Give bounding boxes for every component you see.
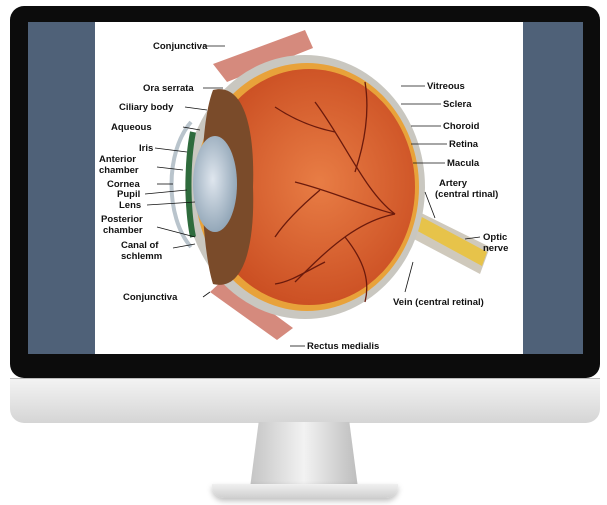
label-artery-2: (central rtinal) xyxy=(435,189,498,200)
label-conjunctiva-bottom: Conjunctiva xyxy=(123,292,178,303)
label-choroid: Choroid xyxy=(443,121,480,132)
label-anterior-2: chamber xyxy=(99,165,139,176)
label-iris: Iris xyxy=(139,143,153,154)
monitor-stand-base xyxy=(212,484,398,498)
label-ora-serrata: Ora serrata xyxy=(143,83,194,94)
label-aqueous: Aqueous xyxy=(111,122,152,133)
monitor-stand-neck xyxy=(250,422,358,488)
label-macula: Macula xyxy=(447,158,480,169)
label-optic-2: nerve xyxy=(483,243,508,254)
label-anterior-1: Anterior xyxy=(99,154,136,165)
label-artery-1: Artery xyxy=(439,178,468,189)
label-pupil: Pupil xyxy=(117,189,140,200)
label-ciliary-body: Ciliary body xyxy=(119,102,174,113)
label-conjunctiva-top: Conjunctiva xyxy=(153,41,208,52)
label-posterior-2: chamber xyxy=(103,225,143,236)
label-posterior-1: Posterior xyxy=(101,214,143,225)
label-canal-1: Canal of xyxy=(121,240,159,251)
eye-diagram-slide: Conjunctiva Ora serrata Ciliary body Aqu… xyxy=(95,22,523,354)
label-retina: Retina xyxy=(449,139,479,150)
eye-anatomy-diagram: Conjunctiva Ora serrata Ciliary body Aqu… xyxy=(95,22,523,354)
label-lens: Lens xyxy=(119,200,141,211)
label-vitreous: Vitreous xyxy=(427,81,465,92)
label-optic-1: Optic xyxy=(483,232,507,243)
monitor-chin xyxy=(10,378,600,423)
label-canal-2: schlemm xyxy=(121,251,162,262)
label-sclera: Sclera xyxy=(443,99,472,110)
label-rectus-medialis: Rectus medialis xyxy=(307,341,379,352)
label-vein: Vein (central retinal) xyxy=(393,297,484,308)
lens xyxy=(193,136,237,232)
